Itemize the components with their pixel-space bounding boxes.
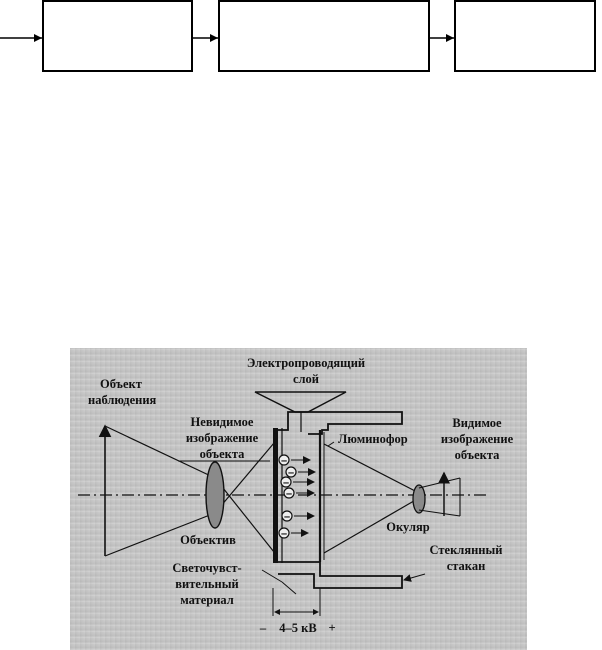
photosensitive-label-3: материал [180,593,234,607]
conductive-layer-funnel [254,391,347,413]
block-diagram [0,0,596,72]
eyepiece-label: Окуляр [386,520,429,534]
svg-text:–: – [281,455,287,467]
ray-phosphor-top [323,443,420,494]
converter-figure: – – – – – – [70,348,527,650]
block-2 [218,0,430,72]
electron: – [281,510,315,523]
glass-cup-bottom [278,561,403,589]
lens-label: Объектив [180,533,236,547]
voltage-minus: – [259,621,267,635]
svg-text:–: – [283,477,289,489]
ray-eyepiece-top [418,477,461,489]
photosensitive-label-1: Светочувст- [172,561,241,575]
invisible-image-label-3: объекта [200,447,246,461]
conductive-label-1: Электропроводящий [247,356,365,370]
input-arrowhead [34,34,42,42]
visible-image-label-1: Видимое [452,416,502,430]
ray-object-bottom [104,512,216,557]
electron: – [280,476,315,489]
block-3 [454,0,596,72]
photosensitive-leader-2 [281,581,297,595]
phosphor-label: Люминофор [338,432,408,446]
svg-text:–: – [281,528,287,540]
electron: – [283,487,315,500]
objective-lens [205,461,225,529]
ray-eyepiece-bottom [418,509,461,517]
electron: – [278,454,311,467]
object-label-2: наблюдения [88,393,157,407]
voltage-plus: + [328,621,335,635]
arrow-1-2-head [210,34,218,42]
svg-text:–: – [288,467,294,479]
glass-cup-leader [403,573,426,582]
photosensitive-label-2: вительный [175,577,238,591]
glass-cup-label-2: стакан [447,559,486,573]
arrow-2-3-head [446,34,454,42]
electron: – [285,466,316,479]
visible-image-label-2: изображение [441,432,514,446]
ray-lens-up [214,442,275,514]
svg-text:–: – [284,511,290,523]
photosensitive-plate [273,428,278,563]
electrons: – – – – – – [278,454,316,540]
glass-cup-top [278,411,403,435]
voltage-label: 4–5 кВ [279,621,316,635]
invisible-image-label-1: Невидимое [191,415,254,429]
glass-cup-label-1: Стеклянный [430,543,503,557]
eyepiece-lens [412,484,426,514]
electron: – [278,527,309,540]
conductive-label-2: слой [293,372,319,386]
ray-lens-down [214,477,275,553]
photosensitive-leader [261,569,283,583]
invisible-image-label-2: изображение [186,431,259,445]
block-1 [42,0,193,72]
ray-object-top [104,425,216,479]
object-label-1: Объект [100,377,142,391]
visible-image-label-3: объекта [455,448,501,462]
ray-phosphor-bottom [323,497,420,554]
phosphor-leader [327,441,335,447]
svg-text:–: – [286,488,292,500]
